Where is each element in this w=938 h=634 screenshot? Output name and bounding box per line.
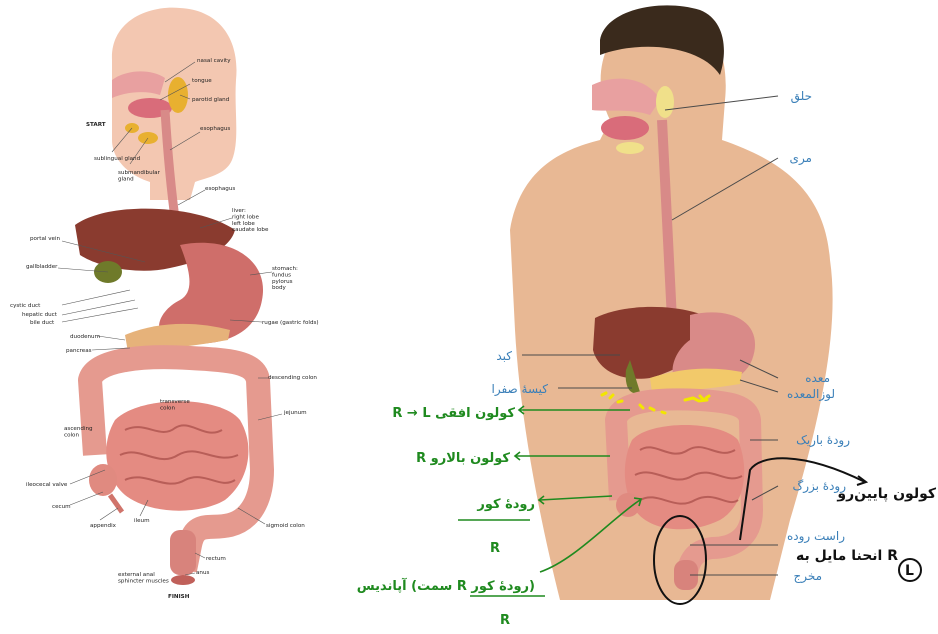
label-anus: anus xyxy=(196,570,210,576)
cecum-shape xyxy=(89,464,117,496)
note-transverse-colon: R → L کولون افقی xyxy=(392,406,515,421)
label-ileum: ileum xyxy=(134,518,150,524)
label-stomach-fa: معده xyxy=(805,371,830,385)
rectum-shape xyxy=(170,530,196,575)
english-diagram-svg: nasal cavity tongue parotid gland START … xyxy=(0,0,330,630)
label-cecum: cecum xyxy=(52,504,71,510)
label-sublingual-gland: sublingual gland xyxy=(94,156,141,162)
label-jejunum: jejunum xyxy=(283,410,307,416)
label-duodenum: duodenum xyxy=(70,334,100,340)
label-tongue: tongue xyxy=(192,78,212,84)
label-esophagus-upper: esophagus xyxy=(200,126,230,132)
note-appendix: آپاندیس (سمت R رودهٔ کور) xyxy=(357,577,535,594)
anus-shape xyxy=(171,575,195,585)
label-gallbladder: gallbladder xyxy=(26,264,58,270)
salivary-gland-r2 xyxy=(616,142,644,154)
note-appendix-side: R xyxy=(500,613,510,628)
salivary-gland-r xyxy=(656,86,674,118)
note-cecum-side: R xyxy=(490,541,500,556)
persian-diagram-panel: حلق مری کبد کیسهٔ صفرا معده لوزالمعده رو… xyxy=(330,0,938,630)
label-hepatic-duct: hepatic duct xyxy=(22,312,58,318)
note-ascending-colon: R کولون بالارو xyxy=(416,451,510,466)
label-small-intestine-fa: رودهٔ باریک xyxy=(796,433,850,448)
tongue-shape-r xyxy=(601,116,649,140)
note-descending-side: L xyxy=(905,563,914,579)
persian-diagram-svg: حلق مری کبد کیسهٔ صفرا معده لوزالمعده رو… xyxy=(330,0,938,630)
label-esophagus-fa: مری xyxy=(790,151,812,166)
label-bile-duct: bile duct xyxy=(30,320,55,326)
label-sigmoid-colon: sigmoid colon xyxy=(266,523,305,529)
label-rectum: rectum xyxy=(206,556,226,562)
label-rugae: rugae (gastric folds) xyxy=(262,320,319,326)
cecum-shape-r xyxy=(616,493,640,517)
label-esophagus-lower: esophagus xyxy=(205,186,235,192)
label-parotid-gland: parotid gland xyxy=(192,97,230,103)
english-diagram-panel: nasal cavity tongue parotid gland START … xyxy=(0,0,330,630)
label-finish: FINISH xyxy=(168,594,190,600)
label-liver-fa: کبد xyxy=(496,349,512,363)
label-gallbladder-fa: کیسهٔ صفرا xyxy=(491,382,548,397)
label-cystic-duct: cystic duct xyxy=(10,303,41,309)
label-ileocecal-valve: ileocecal valve xyxy=(26,482,68,488)
label-pharynx: حلق xyxy=(791,89,812,104)
label-pancreas: pancreas xyxy=(66,348,92,354)
label-descending-colon: descending colon xyxy=(268,375,317,381)
label-rectum-fa: راست روده xyxy=(787,529,845,544)
note-cecum: رودهٔ کور xyxy=(476,497,535,512)
label-start: START xyxy=(86,122,106,128)
label-nasal-cavity: nasal cavity xyxy=(197,58,231,64)
label-anus-fa: مخرج xyxy=(793,569,822,584)
label-pancreas-fa: لوزالمعده xyxy=(787,387,835,402)
note-sigmoid: انحنا مایل به R xyxy=(796,548,898,564)
label-appendix: appendix xyxy=(90,523,117,529)
note-descending-colon: کولون پایین‌رو xyxy=(836,486,936,502)
label-portal-vein: portal vein xyxy=(30,236,61,242)
parotid-gland-shape xyxy=(168,77,188,113)
